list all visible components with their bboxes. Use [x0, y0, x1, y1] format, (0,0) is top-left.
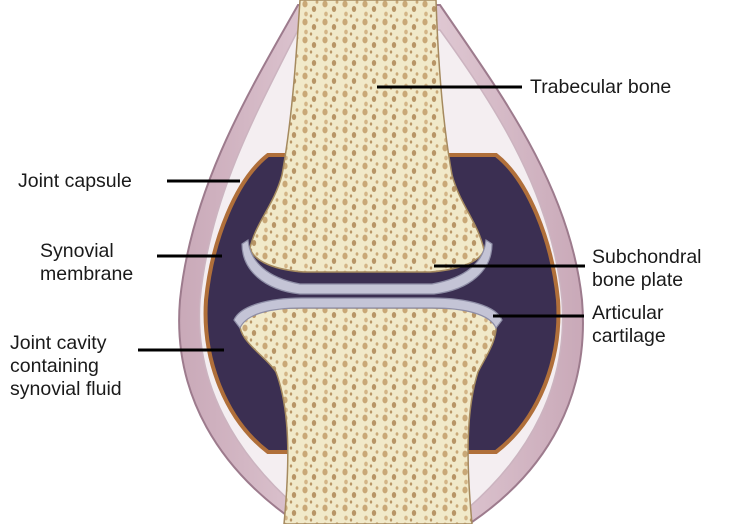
joint-capsule-label: Joint capsule	[18, 170, 132, 193]
synovial-membrane-label: Synovial membrane	[40, 240, 133, 286]
articular-cartilage-label: Articular cartilage	[592, 302, 666, 348]
joint-cavity-label: Joint cavity containing synovial fluid	[10, 332, 122, 401]
subchondral-bone-plate-label: Subchondral bone plate	[592, 246, 702, 292]
trabecular-bone-label: Trabecular bone	[530, 76, 671, 99]
